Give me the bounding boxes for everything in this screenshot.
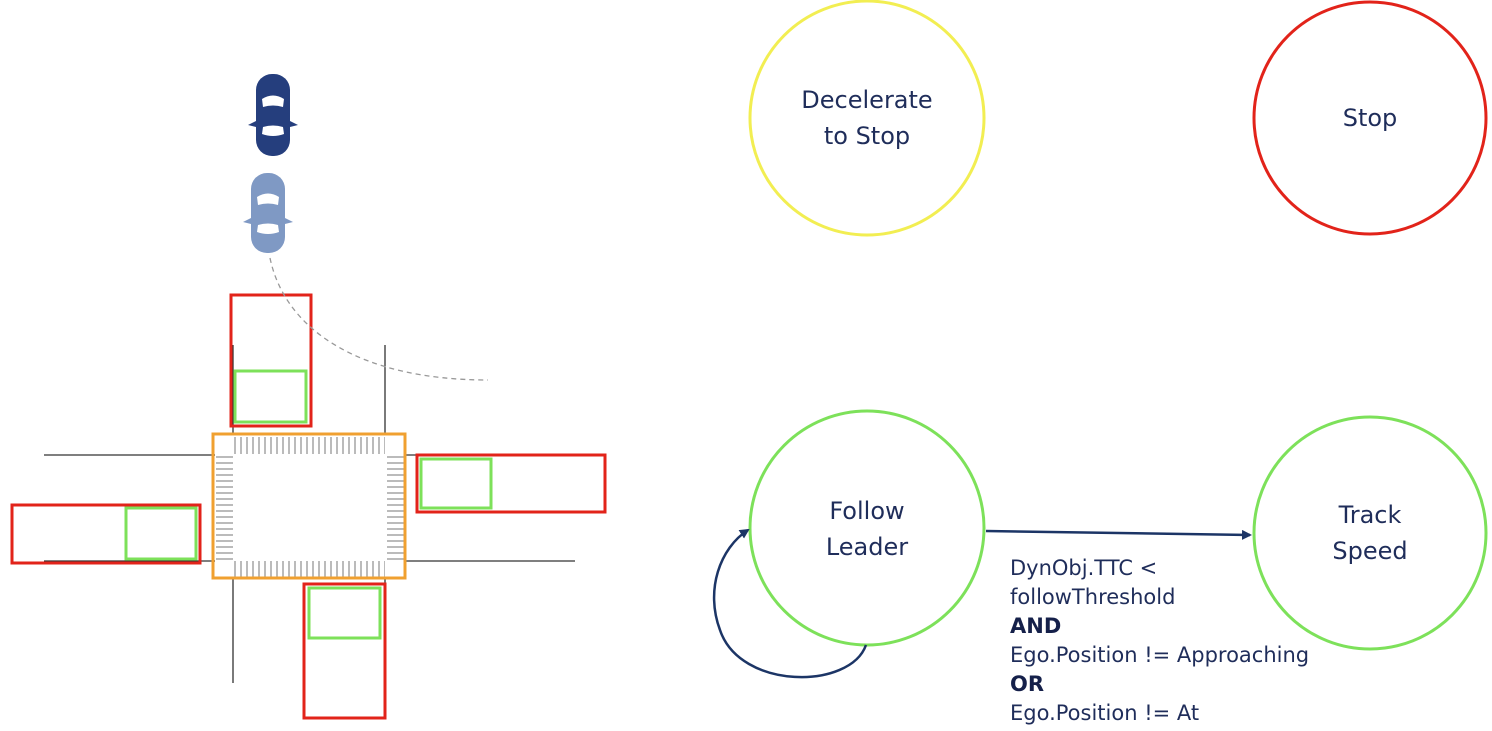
stop-zone-north	[233, 369, 308, 424]
state-label-line2: Leader	[826, 533, 908, 561]
transition-condition: DynObj.TTC < followThreshold AND Ego.Pos…	[1010, 554, 1309, 728]
intersection-zone	[211, 432, 407, 580]
state-track-speed: Track Speed	[1252, 415, 1488, 651]
state-label-line1: Decelerate	[801, 86, 932, 114]
state-label-line1: Track	[1338, 501, 1402, 529]
crosswalk-east	[387, 455, 404, 561]
stop-zone-west	[124, 506, 198, 561]
state-label-line2: Speed	[1332, 537, 1407, 565]
condition-line: DynObj.TTC <	[1010, 556, 1158, 580]
state-follow-leader: Follow Leader	[748, 409, 986, 647]
crosswalk-south	[233, 561, 385, 578]
transition-arrow-follow-to-track	[985, 529, 1252, 540]
condition-line: Ego.Position != At	[1010, 701, 1200, 725]
approach-zone-west	[10, 503, 202, 565]
car-icon	[243, 173, 293, 253]
state-label-line2: to Stop	[824, 122, 910, 150]
state-decelerate-to-stop: Decelerate to Stop	[748, 0, 986, 237]
approach-zone-south	[302, 582, 387, 720]
crosswalk-west	[216, 455, 233, 561]
condition-line: Ego.Position != Approaching	[1010, 643, 1310, 667]
state-label-line1: Follow	[829, 497, 904, 525]
stop-zone-south	[307, 586, 382, 640]
stop-zone-east	[419, 457, 493, 510]
approach-zone-north	[229, 293, 313, 428]
state-label: Stop	[1343, 104, 1398, 132]
state-stop: Stop	[1252, 0, 1488, 236]
approach-zone-east	[415, 453, 607, 514]
condition-line: followThreshold	[1010, 585, 1176, 609]
crosswalk-north	[233, 437, 385, 454]
transition-self-loop-follow	[712, 528, 868, 679]
intersection-scene	[10, 74, 607, 720]
car-icon	[248, 74, 298, 156]
planned-path	[269, 257, 489, 381]
condition-operator: AND	[1010, 614, 1062, 638]
condition-operator: OR	[1010, 672, 1045, 696]
